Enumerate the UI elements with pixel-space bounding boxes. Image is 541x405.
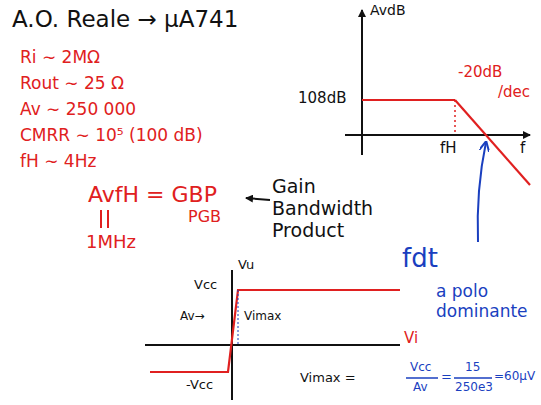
slope-label: /dec xyxy=(498,84,530,101)
transfer-curve xyxy=(150,290,400,372)
fdt-arrow xyxy=(478,142,486,242)
axis-label: Vi xyxy=(404,330,418,347)
axis-value: 108dB xyxy=(298,90,346,107)
spec-text: CMRR ∼ 10⁵ (100 dB) xyxy=(20,126,203,146)
fh-dotted-line xyxy=(454,100,456,135)
spec-text: Rout ∼ 25 Ω xyxy=(20,74,124,94)
formula-text: 1MHz xyxy=(86,232,136,253)
transfer-axes xyxy=(145,270,400,400)
note-text: fdt xyxy=(402,244,438,274)
slope-label: -20dB xyxy=(458,64,502,81)
axis-value: -Vcc xyxy=(186,378,213,393)
axis-value: Vcc xyxy=(194,278,217,293)
formula-text: Av xyxy=(413,381,428,395)
formula-text: =60µV xyxy=(494,370,535,384)
axis-label: Vu xyxy=(238,258,254,273)
callout-note: Gain Bandwidth Product xyxy=(272,176,390,242)
axis-label: AvdB xyxy=(370,2,406,18)
spec-text: Av ∼ 250 000 xyxy=(20,100,136,120)
callout-arrow xyxy=(246,198,270,200)
vimax-dotted-line xyxy=(238,290,239,345)
formula-text: Vimax = xyxy=(300,371,356,386)
formula-text: 250e3 xyxy=(455,381,493,395)
bode-axes xyxy=(345,10,530,155)
axis-note: Av→ xyxy=(180,310,205,324)
equals-sign xyxy=(101,210,108,228)
bode-curve xyxy=(362,100,530,185)
axis-note: Vimax xyxy=(244,310,281,324)
note-text: a polo dominante xyxy=(436,282,536,321)
formula-text: Vcc xyxy=(410,361,431,375)
axis-label: f xyxy=(520,140,525,157)
axis-label: fH xyxy=(440,140,457,157)
spec-text: Ri ∼ 2MΩ xyxy=(20,48,100,68)
formula-text: 15 xyxy=(465,361,480,375)
title: A.O. Reale → µA741 xyxy=(12,6,238,32)
spec-text: fH ∼ 4Hz xyxy=(20,152,96,172)
formula-text: PGB xyxy=(188,208,221,226)
formula-text: = xyxy=(441,370,452,385)
formula-text: AvfH = GBP xyxy=(88,182,217,207)
